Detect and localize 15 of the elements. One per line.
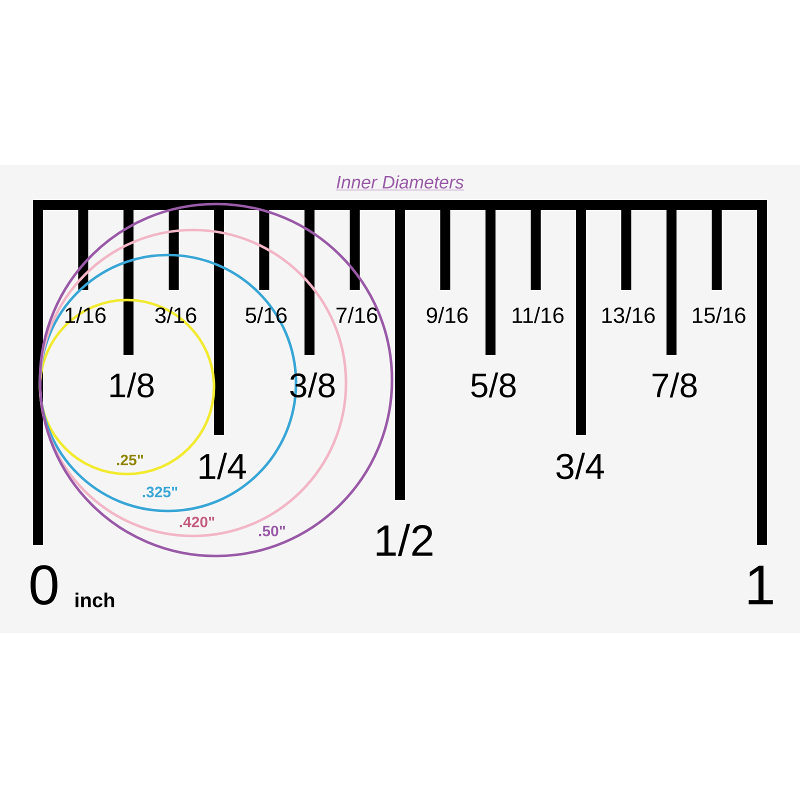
scale-number: 1/4 xyxy=(200,452,246,480)
scale-number: 15/16 xyxy=(692,306,746,324)
scale-number: 11/16 xyxy=(512,306,564,324)
scale-number: 5/8 xyxy=(471,372,516,398)
scale-number: 13/16 xyxy=(602,306,655,324)
unit-label: inch xyxy=(76,592,114,608)
scale-number: 1/2 xyxy=(376,524,432,556)
scale-number: 7/16 xyxy=(336,306,378,324)
scale-number: 7/8 xyxy=(652,372,697,398)
scale-number: 1 xyxy=(748,566,773,604)
title: Inner Diameters xyxy=(336,175,464,190)
scale-number: 3/4 xyxy=(556,452,604,480)
scale-number: 1/8 xyxy=(110,372,154,398)
scale-number: 0 xyxy=(30,565,58,605)
scale-number: 9/16 xyxy=(426,306,468,324)
